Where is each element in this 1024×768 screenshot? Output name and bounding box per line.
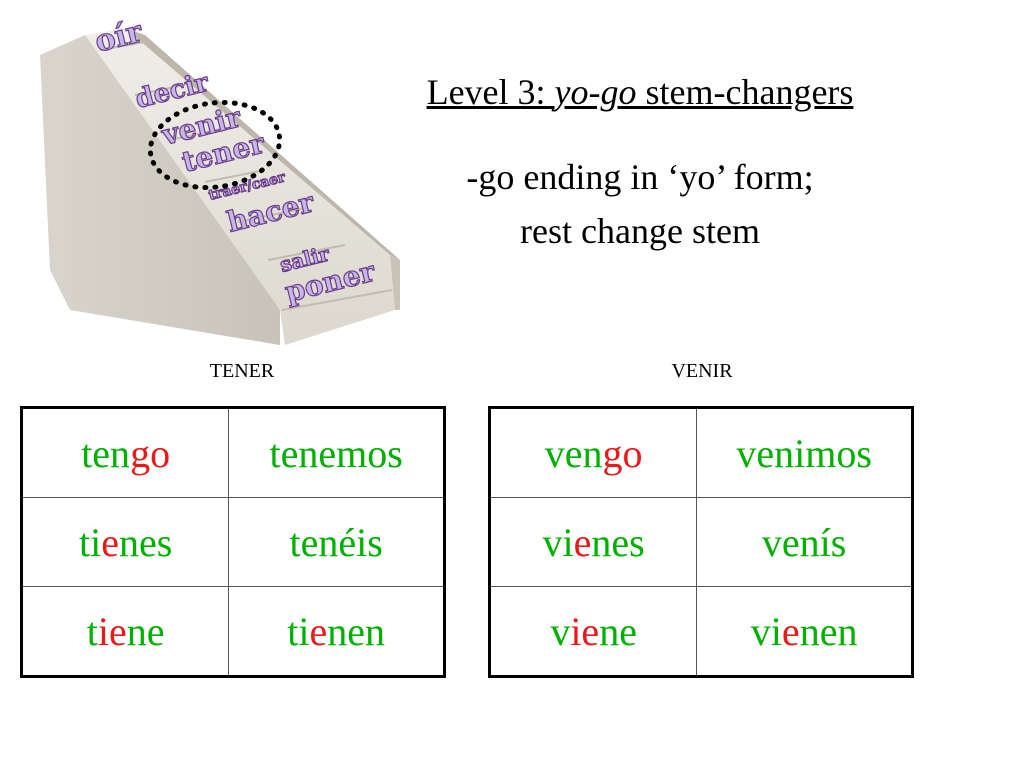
verb-segment: tenemos bbox=[269, 430, 403, 476]
verb-segment: ti bbox=[287, 608, 310, 654]
table-row: tengo tenemos bbox=[20, 407, 445, 498]
tener-el-form: tiene bbox=[20, 586, 230, 677]
venir-ellos-form: vienen bbox=[696, 586, 913, 677]
tener-ellos-form: tienen bbox=[228, 586, 445, 677]
verb-segment: vi bbox=[542, 519, 574, 565]
verb-segment: nes bbox=[118, 519, 173, 565]
tener-vosotros-form: tenéis bbox=[228, 497, 445, 587]
subtitle-line-2: rest change stem bbox=[520, 211, 760, 251]
tener-tu-form: tienes bbox=[20, 497, 230, 587]
verb-segment: ie bbox=[97, 608, 127, 654]
subtitle-line-1: -go ending in ‘yo’ form; bbox=[466, 157, 814, 197]
verb-segment: go bbox=[602, 430, 643, 476]
verb-segment: nes bbox=[591, 519, 645, 565]
table-row: vengo venimos bbox=[488, 407, 913, 498]
verb-segment: ten bbox=[81, 430, 131, 476]
verb-segment: ne bbox=[126, 608, 165, 654]
tener-nosotros-form: tenemos bbox=[228, 407, 445, 498]
venir-nosotros-form: venimos bbox=[696, 407, 913, 498]
verb-segment: e bbox=[101, 519, 119, 565]
verb-segment: venimos bbox=[736, 430, 872, 476]
verb-segment: t bbox=[86, 608, 98, 654]
verb-segment: nen bbox=[799, 608, 858, 654]
verb-segment: ti bbox=[78, 519, 102, 565]
venir-vosotros-form: venís bbox=[696, 497, 913, 587]
verb-segment: vi bbox=[750, 608, 782, 654]
stair-word-oir: oír bbox=[91, 14, 146, 60]
table-label-tener: TENER bbox=[209, 360, 275, 382]
tener-yo-form: tengo bbox=[20, 407, 230, 498]
verb-segment: ne bbox=[599, 608, 637, 654]
table-row: vienes venís bbox=[488, 497, 913, 587]
table-label-venir: VENIR bbox=[671, 360, 733, 382]
staircase-image: oír decir venir tener traer/caer hacer s… bbox=[40, 13, 400, 345]
venir-el-form: viene bbox=[488, 586, 698, 677]
verb-segment: v bbox=[550, 608, 571, 654]
verb-segment: e bbox=[781, 608, 800, 654]
verb-segment: ven bbox=[544, 430, 603, 476]
venir-yo-form: vengo bbox=[488, 407, 698, 498]
verb-segment: venís bbox=[761, 519, 847, 565]
verb-segment: e bbox=[573, 519, 592, 565]
slide-subtitle: -go ending in ‘yo’ form; rest change ste… bbox=[360, 150, 920, 258]
venir-tu-form: vienes bbox=[488, 497, 698, 587]
verb-segment: tenéis bbox=[289, 519, 383, 565]
verb-segment: ie bbox=[570, 608, 600, 654]
verb-segment: nen bbox=[327, 608, 386, 654]
verb-segment: e bbox=[309, 608, 328, 654]
slide-title: Level 3: yo-go stem-changers bbox=[426, 72, 854, 112]
highlight-oval bbox=[147, 99, 283, 191]
verb-segment: go bbox=[130, 430, 171, 476]
table-row: tienes tenéis bbox=[20, 497, 445, 587]
